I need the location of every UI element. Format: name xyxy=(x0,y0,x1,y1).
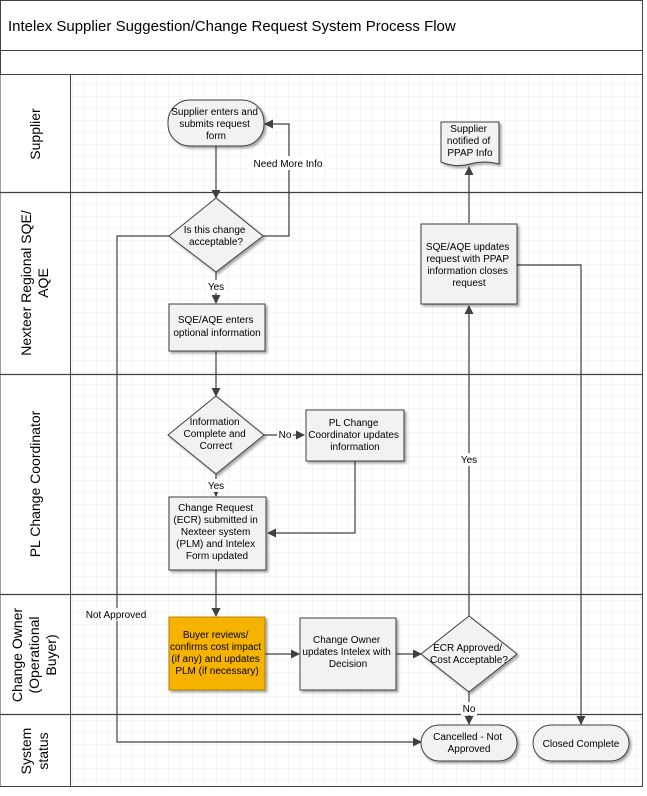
ecr-submitted-process: Change Request (ECR) submitted in Nextee… xyxy=(168,496,267,571)
svg-text:Is this change acceptabl: Is this change acceptable? xyxy=(184,225,249,248)
closed-status-terminator: Closed Complete xyxy=(532,724,630,762)
svg-text:PL Change Coordinator up: PL Change Coordinator updates informatio… xyxy=(308,418,401,453)
info-complete-decision: Information Complete and Correct xyxy=(167,395,265,475)
lane-label-system-status: Systemstatus xyxy=(18,728,51,775)
buyer-reviews-process: Buyer reviews/ confirms cost impact (if … xyxy=(168,616,266,691)
lane-label-sqe: Nexteer Regional SQE/AQE xyxy=(18,210,51,356)
connector-sqe-to-closed xyxy=(517,264,586,725)
svg-text:Buyer reviews/ confirms: Buyer reviews/ confirms cost impact (if … xyxy=(170,630,264,677)
supplier-submit-terminator: Supplier enters and submits request form xyxy=(167,99,265,147)
label-no-rejected: No xyxy=(463,704,476,715)
acceptable-decision: Is this change acceptable? xyxy=(168,197,264,273)
ecr-approved-decision: ECR Approved/ Cost Acceptable? xyxy=(420,615,518,693)
connector-not-approved xyxy=(116,235,422,747)
svg-text:Supplier notified of: Supplier notified of PPAP Info xyxy=(447,124,493,159)
svg-text:SQE/AQE updates request: SQE/AQE updates request with PPAP inform… xyxy=(426,242,512,289)
lane-separators xyxy=(0,191,643,716)
lane-label-coordinator: PL Change Coordinator xyxy=(27,410,43,557)
lane-label-change-owner: Change Owner(OperationalBuyer) xyxy=(9,608,59,703)
svg-text:SQE/AQE enters optional: SQE/AQE enters optional information xyxy=(173,315,260,339)
lane-label-text: Change Owner(OperationalBuyer) xyxy=(9,608,59,703)
label-no-incomplete: No xyxy=(279,430,292,441)
label-yes-approved: Yes xyxy=(461,455,477,466)
cancelled-status-terminator: Cancelled - Not Approved xyxy=(420,724,518,762)
label-yes-complete: Yes xyxy=(208,481,224,492)
svg-text:Change Owner updates Int: Change Owner updates Intelex with Decisi… xyxy=(302,635,393,670)
sqe-updates-request-process: SQE/AQE updates request with PPAP inform… xyxy=(420,223,518,305)
svg-text:Information Complete and: Information Complete and Correct xyxy=(183,417,248,452)
lane-label-text: PL Change Coordinator xyxy=(27,410,43,557)
sqe-optional-info-process: SQE/AQE enters optional information xyxy=(168,303,266,352)
label-yes-acceptable: Yes xyxy=(208,282,224,293)
supplier-notified-document: Supplier notified of PPAP Info xyxy=(440,121,500,167)
connector-coordinator-to-ecr xyxy=(267,461,356,538)
connectors xyxy=(116,119,586,747)
svg-text:ECR Approved/ Cost Accep: ECR Approved/ Cost Acceptable? xyxy=(430,643,508,666)
label-not-approved: Not Approved xyxy=(86,610,147,621)
lane-label-text: Nexteer Regional SQE/AQE xyxy=(18,210,51,356)
lane-label-supplier: Supplier xyxy=(27,108,43,160)
svg-text:Supplier enters and subm: Supplier enters and submits request form xyxy=(171,107,261,142)
label-need-more-info: Need More Info xyxy=(254,159,323,170)
svg-text:Change Request (ECR) sub: Change Request (ECR) submitted in Nextee… xyxy=(173,503,260,562)
connector-need-more-info xyxy=(263,119,290,237)
owner-updates-process: Change Owner updates Intelex with Decisi… xyxy=(299,617,397,691)
lane-label-text: Systemstatus xyxy=(18,728,51,775)
coordinator-updates-process: PL Change Coordinator updates informatio… xyxy=(305,409,405,462)
diagram-title: Intelex Supplier Suggestion/Change Reque… xyxy=(8,18,456,35)
svg-text:Cancelled - Not Approved: Cancelled - Not Approved xyxy=(433,732,505,755)
svg-text:Closed Complete: Closed Complete xyxy=(543,739,620,750)
lane-label-text: Supplier xyxy=(27,108,43,160)
